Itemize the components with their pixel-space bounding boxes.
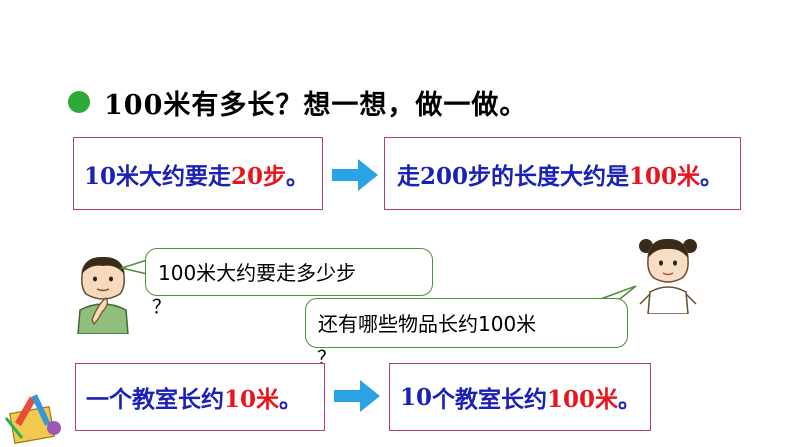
heading: 100米有多长？想一想，做一做。	[68, 82, 527, 122]
text-part: 走	[397, 162, 420, 190]
arrow-right-icon	[334, 380, 380, 412]
text-part: 100米	[547, 386, 619, 413]
text-part: 一个教室长约	[86, 386, 224, 413]
text-part: 。	[279, 386, 303, 413]
text-part: 。	[700, 162, 724, 190]
text-part: 200步	[420, 162, 492, 190]
text-part: 10米	[224, 386, 280, 413]
text-part: 。	[618, 386, 642, 413]
green-dot-icon	[68, 91, 90, 113]
text-part: 个教室长约	[432, 386, 548, 413]
heading-text: 100米有多长？想一想，做一做。	[104, 89, 528, 121]
text-part: 100米	[629, 162, 701, 190]
text-part: 。	[286, 162, 310, 190]
arrow-right-icon	[332, 159, 378, 191]
girl-icon	[639, 238, 697, 314]
bubble-text: 还有哪些物品长约100米	[318, 312, 537, 336]
thinking-boy-icon	[77, 256, 129, 334]
text-part: 20步	[231, 162, 287, 190]
speech-bubble-boy: 100米大约要走多少步	[145, 248, 433, 296]
text-part: 的长度大约是	[491, 162, 630, 190]
text-part: 大约要走	[139, 162, 232, 190]
bubble-question-mark: ？	[152, 296, 172, 318]
text-part: 10米	[84, 162, 140, 190]
bubble-text: 100米大约要走多少步	[158, 261, 357, 285]
speech-bubble-girl: 还有哪些物品长约100米	[305, 298, 628, 348]
stationery-icon	[4, 394, 61, 444]
text-part: 10	[400, 383, 433, 411]
speech-tail	[119, 259, 148, 275]
